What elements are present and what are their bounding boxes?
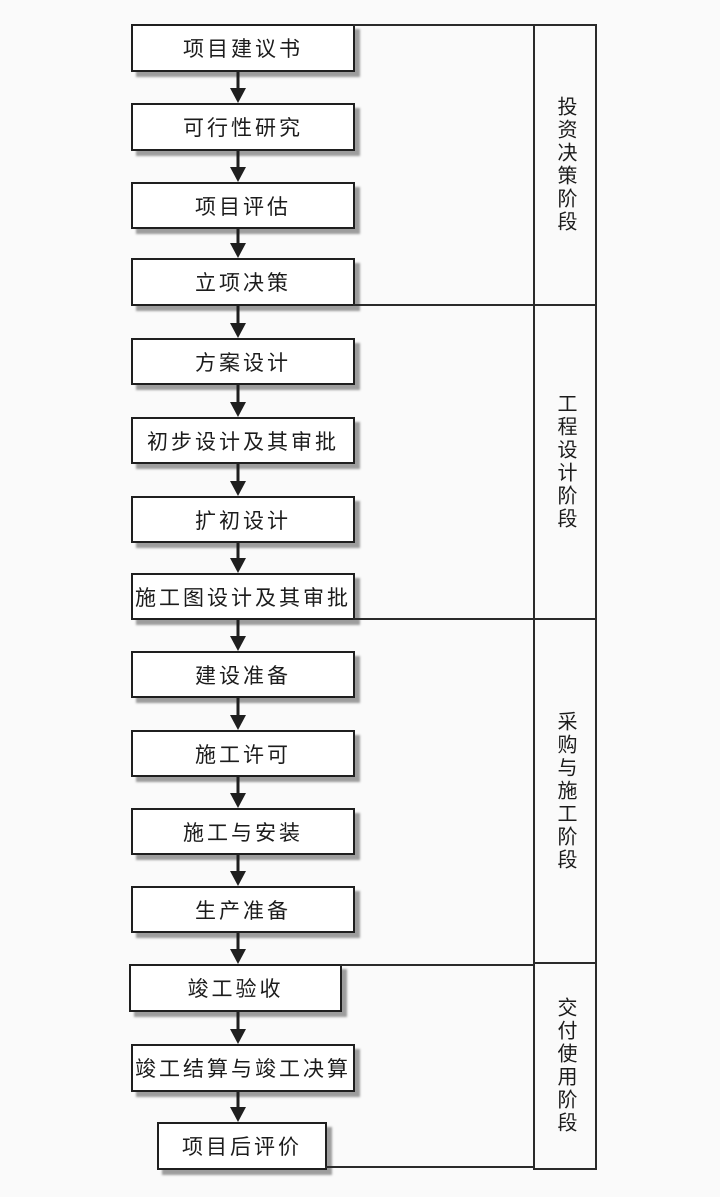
- down-arrow-icon: [230, 1092, 246, 1122]
- phase-column: 投资决策阶段 工程设计阶段 采购与施工阶段 交付使用阶段: [533, 24, 597, 1170]
- step-box-project-evaluation: 项目评估: [131, 182, 355, 229]
- step-box-preliminary-design: 初步设计及其审批: [131, 417, 355, 464]
- step-label: 项目建议书: [183, 37, 303, 61]
- step-box-project-proposal: 项目建议书: [131, 24, 355, 72]
- step-label: 扩初设计: [195, 508, 291, 533]
- down-arrow-icon: [230, 229, 246, 258]
- phase-label: 采购与施工阶段: [554, 710, 576, 872]
- step-box-construction-drawing-design: 施工图设计及其审批: [131, 573, 355, 620]
- phase-cell-engineering-design: 工程设计阶段: [535, 306, 595, 620]
- phase-cell-procurement-construction: 采购与施工阶段: [535, 620, 595, 964]
- step-label: 可行性研究: [183, 116, 303, 140]
- step-label: 项目后评价: [182, 1135, 302, 1159]
- down-arrow-icon: [230, 1012, 246, 1044]
- down-arrow-icon: [230, 543, 246, 573]
- step-box-production-preparation: 生产准备: [131, 886, 355, 933]
- down-arrow-icon: [230, 306, 246, 338]
- phase-divider-line: [340, 964, 534, 966]
- phase-cell-investment-decision: 投资决策阶段: [535, 26, 595, 306]
- step-box-construction-preparation: 建设准备: [131, 651, 355, 698]
- phase-bottom-line: [325, 1166, 534, 1168]
- step-label: 竣工结算与竣工决算: [135, 1057, 351, 1081]
- step-label: 施工与安装: [183, 820, 303, 845]
- phase-cell-delivery-use: 交付使用阶段: [535, 964, 595, 1168]
- down-arrow-icon: [230, 933, 246, 964]
- phase-label: 工程设计阶段: [554, 393, 576, 531]
- step-label: 施工图设计及其审批: [135, 585, 351, 610]
- down-arrow-icon: [230, 698, 246, 730]
- step-label: 建设准备: [195, 663, 291, 688]
- phase-label: 交付使用阶段: [554, 997, 576, 1135]
- down-arrow-icon: [230, 72, 246, 103]
- down-arrow-icon: [230, 620, 246, 651]
- step-label: 竣工验收: [187, 977, 284, 1001]
- step-label: 项目评估: [195, 194, 291, 219]
- step-box-expanded-design: 扩初设计: [131, 496, 355, 543]
- down-arrow-icon: [230, 855, 246, 886]
- down-arrow-icon: [230, 385, 246, 417]
- step-label: 立项决策: [195, 271, 291, 295]
- step-box-construction-permit: 施工许可: [131, 730, 355, 777]
- step-box-post-evaluation: 项目后评价: [157, 1122, 327, 1170]
- phase-divider-line: [353, 304, 534, 306]
- step-box-approval-decision: 立项决策: [131, 258, 355, 306]
- phase-divider-line: [353, 618, 534, 620]
- step-box-completion-acceptance: 竣工验收: [129, 964, 342, 1012]
- down-arrow-icon: [230, 151, 246, 182]
- phase-top-line: [353, 24, 534, 26]
- step-box-completion-settlement: 竣工结算与竣工决算: [131, 1044, 355, 1092]
- step-label: 初步设计及其审批: [147, 429, 339, 454]
- step-box-scheme-design: 方案设计: [131, 338, 355, 385]
- step-box-construction-installation: 施工与安装: [131, 808, 355, 855]
- step-label: 施工许可: [195, 742, 291, 767]
- down-arrow-icon: [230, 777, 246, 808]
- phase-label: 投资决策阶段: [554, 96, 576, 234]
- step-box-feasibility-study: 可行性研究: [131, 103, 355, 151]
- down-arrow-icon: [230, 464, 246, 496]
- step-label: 生产准备: [195, 898, 291, 923]
- step-label: 方案设计: [195, 350, 291, 375]
